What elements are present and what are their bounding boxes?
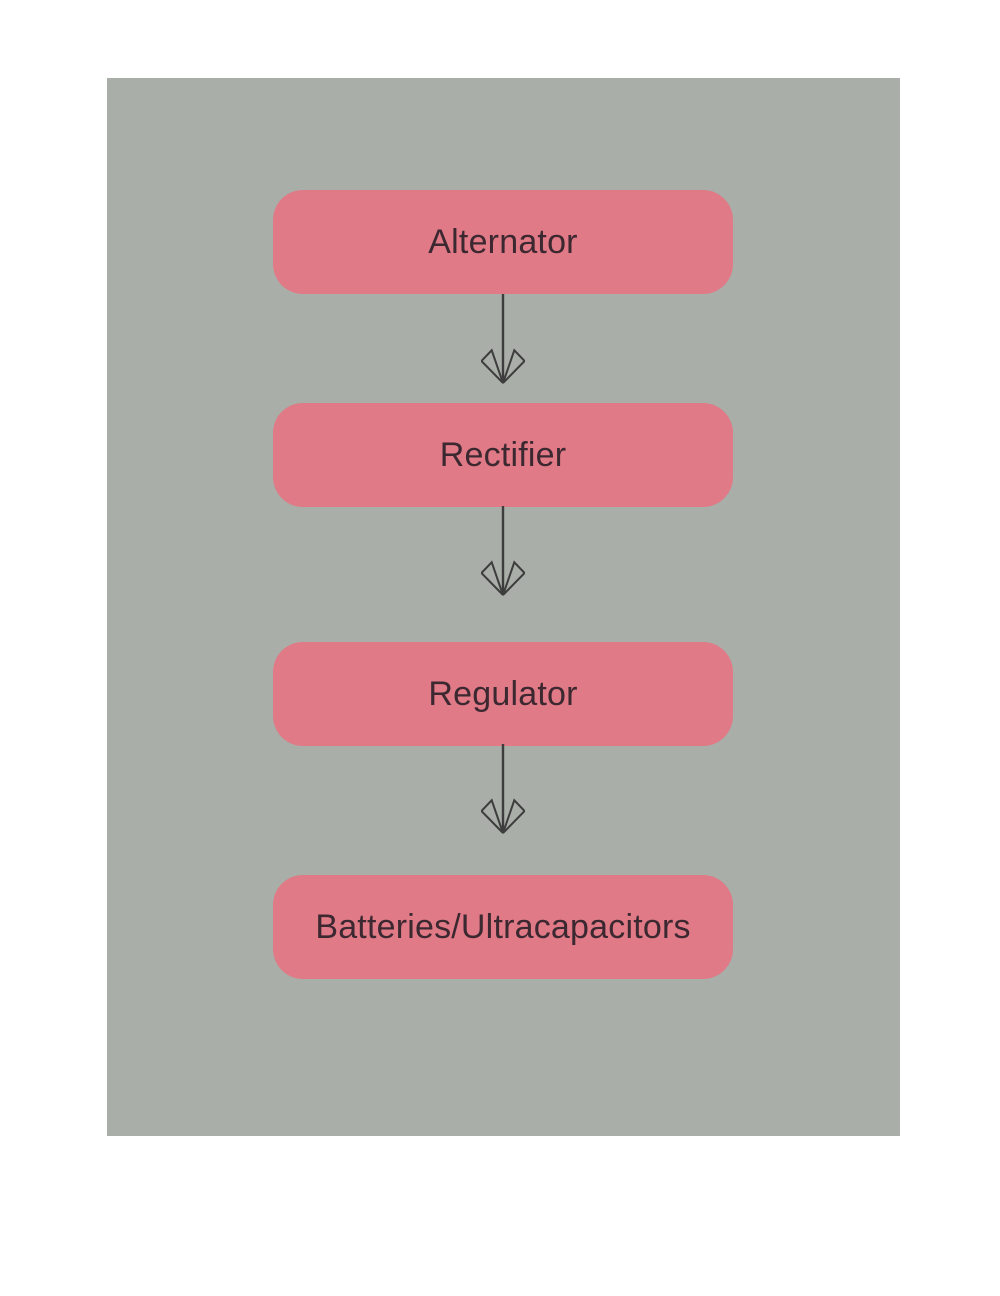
arrow-down-icon (481, 744, 525, 834)
node-batteries-ultracapacitors-label: Batteries/Ultracapacitors (315, 907, 691, 946)
node-batteries-ultracapacitors: Batteries/Ultracapacitors (273, 875, 733, 979)
arrow-down-icon (481, 506, 525, 596)
node-alternator-label: Alternator (428, 222, 578, 261)
diagram-canvas: Alternator Rectifier Regulator Batteries… (107, 78, 900, 1136)
node-regulator: Regulator (273, 642, 733, 746)
node-rectifier: Rectifier (273, 403, 733, 507)
node-rectifier-label: Rectifier (439, 435, 567, 474)
node-regulator-label: Regulator (428, 674, 578, 713)
arrow-down-icon (481, 294, 525, 384)
node-alternator: Alternator (273, 190, 733, 294)
